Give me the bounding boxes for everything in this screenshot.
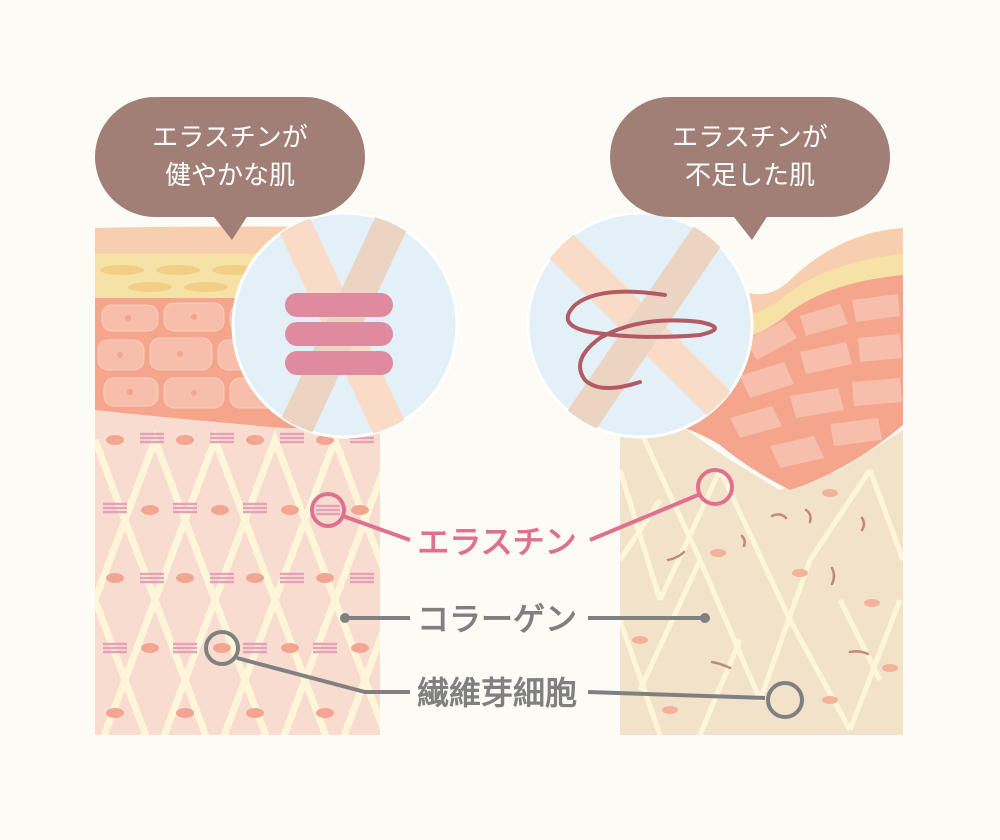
damaged-elastin-strand xyxy=(565,289,717,390)
damaged-fat-layer xyxy=(745,252,903,338)
fibroblast-callout-ring-left xyxy=(204,630,240,666)
damaged-epidermis-cells xyxy=(730,294,902,468)
healthy-bubble-line1: エラスチンが xyxy=(152,123,307,153)
fibroblast-leader-left xyxy=(236,656,410,694)
damaged-elastin-magnifier xyxy=(526,211,754,439)
elastin-callout-ring-right xyxy=(696,468,734,506)
damaged-collagen-fibers xyxy=(620,428,903,735)
fibroblast-callout: 繊維芽細胞 xyxy=(204,630,804,719)
damaged-skin-bubble: エラスチンが 不足した肌 xyxy=(610,97,890,240)
collagen-label: コラーゲン xyxy=(417,600,577,638)
elastin-leader-left xyxy=(342,514,411,542)
elastin-callout: エラスチン xyxy=(310,468,734,561)
damaged-skin-cross-section xyxy=(620,228,903,735)
damaged-bubble-line2: 不足した肌 xyxy=(685,161,815,191)
elastin-label: エラスチン xyxy=(417,523,576,561)
healthy-elastin-magnifier xyxy=(231,211,459,439)
damaged-elastin-fragments xyxy=(666,508,870,670)
damaged-bubble-line1: エラスチンが xyxy=(672,123,827,153)
elastin-callout-ring-left xyxy=(310,492,346,528)
collagen-dot-right xyxy=(700,613,710,623)
healthy-fibroblast-cells xyxy=(106,435,369,718)
damaged-fibroblast-cells xyxy=(632,489,898,714)
damaged-stratum-corneum xyxy=(745,228,903,316)
fibroblast-leader-right xyxy=(587,690,766,700)
healthy-skin-bubble: エラスチンが 健やかな肌 xyxy=(95,97,365,240)
healthy-bubble-line2: 健やかな肌 xyxy=(165,161,295,191)
fibroblast-callout-ring-right xyxy=(766,681,804,719)
elastin-leader-right xyxy=(589,493,699,542)
fibroblast-label: 繊維芽細胞 xyxy=(417,674,577,712)
healthy-elastin-coils xyxy=(285,293,393,375)
collagen-callout: コラーゲン xyxy=(340,600,710,638)
